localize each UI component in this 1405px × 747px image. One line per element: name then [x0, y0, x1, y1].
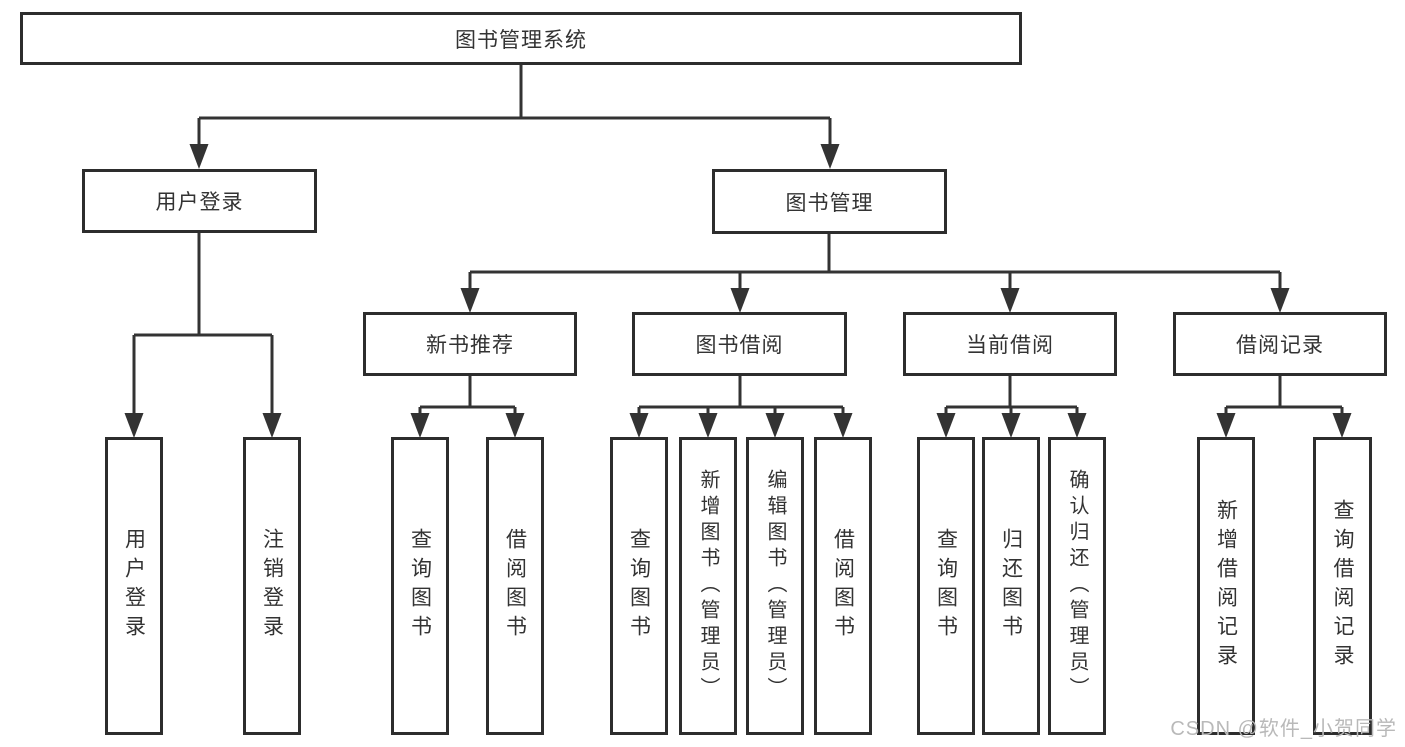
node-logout: 注销登录 [243, 437, 301, 735]
node-new-book-recommend: 新书推荐 [363, 312, 577, 376]
node-br-add-record: 新增借阅记录 [1197, 437, 1255, 735]
node-bb-borrow-books: 借阅图书 [814, 437, 872, 735]
node-cb-confirm-return-admin: 确认归还（管理员） [1048, 437, 1106, 735]
node-current-borrow: 当前借阅 [903, 312, 1117, 376]
node-user-login: 用户登录 [82, 169, 317, 233]
watermark: CSDN @软件_小贺同学 [1170, 718, 1397, 740]
node-root: 图书管理系统 [20, 12, 1022, 65]
node-login: 用户登录 [105, 437, 163, 735]
node-borrow-records: 借阅记录 [1173, 312, 1387, 376]
node-nb-borrow-books: 借阅图书 [486, 437, 544, 735]
node-br-query-record: 查询借阅记录 [1313, 437, 1372, 735]
node-cb-query-books: 查询图书 [917, 437, 975, 735]
node-bb-query-books: 查询图书 [610, 437, 668, 735]
node-nb-query-books: 查询图书 [391, 437, 449, 735]
node-book-borrow: 图书借阅 [632, 312, 847, 376]
node-cb-return-books: 归还图书 [982, 437, 1040, 735]
node-bb-edit-books-admin: 编辑图书（管理员） [746, 437, 804, 735]
node-book-management: 图书管理 [712, 169, 947, 234]
node-bb-add-books-admin: 新增图书（管理员） [679, 437, 737, 735]
